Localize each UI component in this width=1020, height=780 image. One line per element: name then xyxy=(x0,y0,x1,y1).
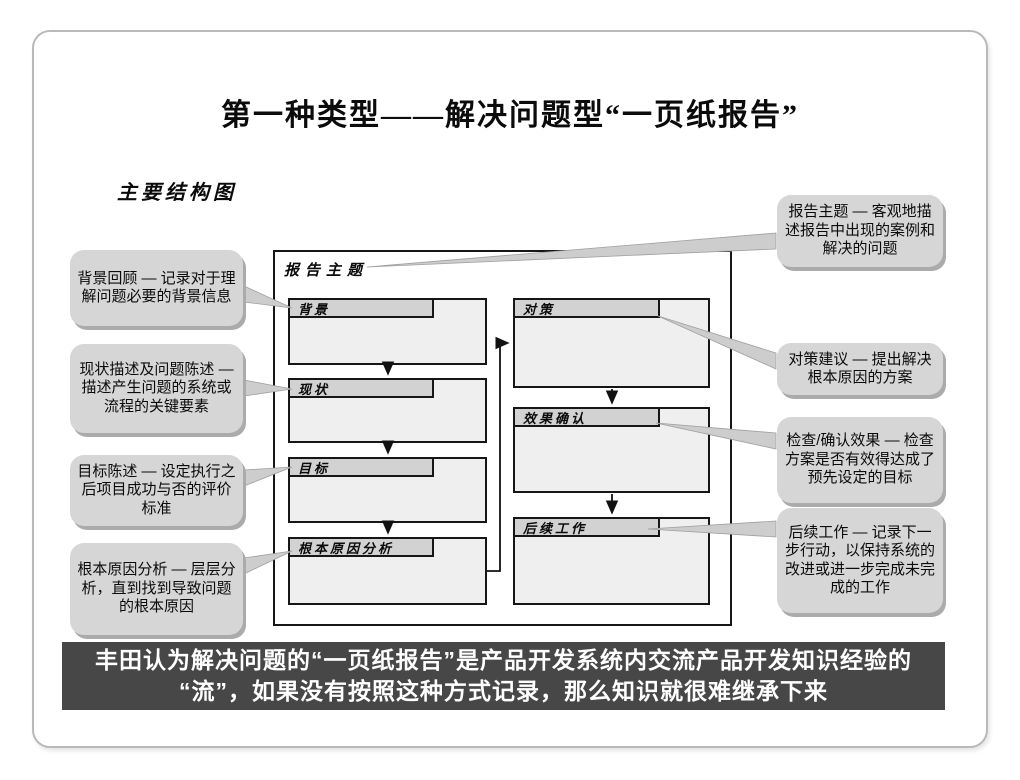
flow-box-background-label: 背景 xyxy=(288,298,434,318)
flow-box-effect-confirmation-label: 效果确认 xyxy=(513,407,660,427)
flow-box-countermeasure: 对策 xyxy=(513,298,710,388)
callout-text: 背景回顾 — 记录对于理解问题必要的背景信息 xyxy=(77,269,236,306)
callout-countermeasure: 对策建议 — 提出解决根本原因的方案 xyxy=(777,343,943,395)
page-title: 第一种类型——解决问题型“一页纸报告” xyxy=(221,99,799,132)
callout-text: 检查/确认效果 — 检查方案是否有效得达成了预先设定的目标 xyxy=(784,432,935,487)
callout-report-topic: 报告主题 — 客观地描述报告中出现的案例和解决的问题 xyxy=(777,195,943,267)
footer-line-2: “流”，如果没有按照这种方式记录，那么知识就很难继承下来 xyxy=(179,678,828,704)
flow-box-root-cause-label: 根本原因分析 xyxy=(288,537,434,557)
footer-statement-bar: 丰田认为解决问题的“一页纸报告”是产品开发系统内交流产品开发知识经验的 “流”，… xyxy=(62,642,945,710)
flow-box-goal: 目标 xyxy=(288,457,487,523)
callout-current-state: 现状描述及问题陈述 — 描述产生问题的系统或流程的关键要素 xyxy=(70,344,243,433)
callout-background-review: 背景回顾 — 记录对于理解问题必要的背景信息 xyxy=(70,250,243,326)
section-label: 主要结构图 xyxy=(117,182,237,204)
callout-check-effect: 检查/确认效果 — 检查方案是否有效得达成了预先设定的目标 xyxy=(777,417,943,503)
callout-text: 报告主题 — 客观地描述报告中出现的案例和解决的问题 xyxy=(784,203,935,258)
callout-text: 根本原因分析 — 层层分析，直到找到导致问题的根本原因 xyxy=(77,561,236,616)
callout-text: 后续工作 — 记录下一步行动，以保持系统的改进或进一步完成未完成的工作 xyxy=(784,523,935,597)
flow-box-current-state-label: 现状 xyxy=(288,378,434,398)
callout-root-cause: 根本原因分析 — 层层分析，直到找到导致问题的根本原因 xyxy=(70,543,243,635)
flow-box-current-state: 现状 xyxy=(288,378,487,443)
flow-box-root-cause: 根本原因分析 xyxy=(288,537,487,605)
flow-box-follow-up-label: 后续工作 xyxy=(513,517,660,537)
callout-goal-statement: 目标陈述 — 设定执行之后项目成功与否的评价标准 xyxy=(70,455,243,526)
flow-box-effect-confirmation: 效果确认 xyxy=(513,407,710,493)
callout-text: 现状描述及问题陈述 — 描述产生问题的系统或流程的关键要素 xyxy=(79,360,234,415)
report-container-label: 报告主题 xyxy=(284,263,369,279)
flow-box-follow-up: 后续工作 xyxy=(513,517,710,605)
callout-text: 目标陈述 — 设定执行之后项目成功与否的评价标准 xyxy=(77,462,236,517)
flow-box-background: 背景 xyxy=(288,298,487,365)
flow-box-countermeasure-label: 对策 xyxy=(513,298,660,318)
footer-line-1: 丰田认为解决问题的“一页纸报告”是产品开发系统内交流产品开发知识经验的 xyxy=(95,647,912,673)
flow-box-goal-label: 目标 xyxy=(288,457,434,477)
callout-follow-up: 后续工作 — 记录下一步行动，以保持系统的改进或进一步完成未完成的工作 xyxy=(777,508,943,613)
callout-text: 对策建议 — 提出解决根本原因的方案 xyxy=(788,350,932,387)
